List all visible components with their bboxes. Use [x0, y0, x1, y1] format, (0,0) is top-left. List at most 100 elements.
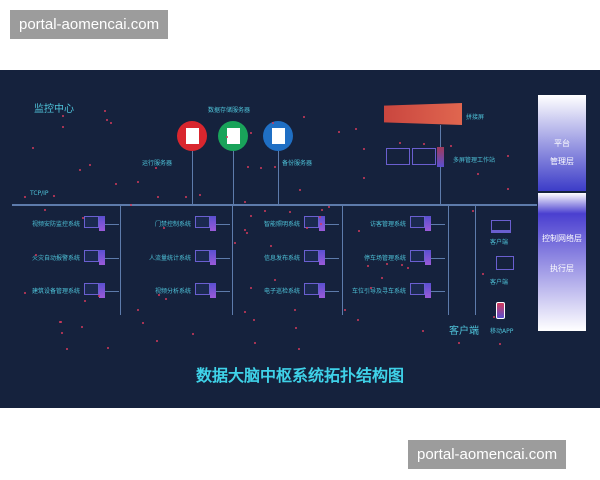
- particle-dot: [81, 216, 84, 219]
- subsystem-label: 建筑设备管理系统: [31, 288, 80, 295]
- computer-icon: [195, 283, 217, 299]
- particle-dot: [52, 195, 55, 198]
- client-laptop-label: 客户端: [490, 239, 509, 246]
- particle-dot: [338, 130, 341, 133]
- particle-dot: [302, 115, 305, 118]
- particle-dot: [293, 309, 296, 312]
- particle-dot: [243, 228, 246, 231]
- particle-dot: [199, 194, 202, 196]
- particle-dot: [61, 115, 64, 118]
- particle-dot: [103, 110, 106, 113]
- mobile-phone-icon: [496, 302, 505, 319]
- particle-dot: [154, 166, 157, 169]
- desktop-icon: [496, 256, 514, 270]
- particle-dot: [225, 136, 228, 139]
- monitor-center-label: 监控中心: [34, 104, 74, 115]
- particle-dot: [492, 316, 495, 319]
- computer-icon: [84, 283, 106, 299]
- run-server-icon: [177, 121, 207, 151]
- particle-dot: [380, 277, 383, 280]
- tcpip-label: TCP/IP: [30, 190, 49, 197]
- computer-icon: [410, 250, 432, 266]
- particle-dot: [243, 311, 246, 314]
- particle-dot: [24, 291, 27, 294]
- particle-dot: [457, 342, 460, 345]
- particle-dot: [23, 196, 26, 199]
- subsystem-label: 访客管理系统: [369, 221, 406, 228]
- particle-dot: [355, 128, 358, 131]
- particle-dot: [109, 122, 112, 125]
- subsystem-label: 人流量统计系统: [148, 255, 191, 262]
- particle-dot: [289, 211, 292, 214]
- particle-dot: [246, 231, 249, 234]
- particle-dot: [398, 141, 401, 144]
- particle-dot: [185, 195, 188, 198]
- backup-server-label: 备份服务器: [282, 160, 313, 167]
- computer-icon: [304, 216, 326, 232]
- particle-dot: [263, 209, 266, 212]
- particle-dot: [83, 300, 86, 303]
- particle-dot: [156, 196, 159, 199]
- storage-server-icon: [218, 121, 248, 151]
- computer-icon: [410, 216, 432, 232]
- computer-icon: [304, 283, 326, 299]
- particle-dot: [295, 327, 298, 330]
- platform-label-2: 管理层: [550, 157, 574, 166]
- particle-dot: [477, 173, 480, 176]
- particle-dot: [44, 208, 47, 211]
- topology-diagram: 监控中心 数据存储服务器 运行服务器 备份服务器 拼接屏 多屏管理工作站 TCP…: [0, 70, 600, 408]
- particle-dot: [98, 295, 101, 298]
- monitor-icon: [412, 148, 436, 165]
- subsystem-label: 车位引导及寻车系统: [351, 288, 406, 295]
- particle-dot: [319, 222, 322, 225]
- subsystem-label: 视频分析系统: [154, 288, 191, 295]
- computer-icon: [304, 250, 326, 266]
- particle-dot: [320, 208, 323, 211]
- backup-server-icon: [263, 121, 293, 151]
- particle-dot: [369, 286, 372, 289]
- particle-dot: [362, 177, 365, 180]
- particle-dot: [141, 322, 144, 325]
- subsystem-label: 信息发布系统: [263, 255, 300, 262]
- computer-icon: [195, 250, 217, 266]
- particle-dot: [106, 346, 109, 349]
- workstation-label: 多屏管理工作站: [453, 157, 496, 164]
- particle-dot: [244, 200, 247, 203]
- particle-dot: [450, 144, 453, 147]
- watermark-top: portal-aomencai.com: [10, 10, 169, 39]
- run-server-label: 运行服务器: [142, 160, 173, 167]
- particle-dot: [421, 329, 424, 332]
- subsystem-label: 门禁控制系统: [154, 221, 191, 228]
- particle-dot: [385, 263, 388, 266]
- particle-dot: [407, 266, 410, 269]
- network-layer-block: [538, 193, 586, 331]
- particle-dot: [129, 204, 132, 207]
- computer-icon: [84, 216, 106, 232]
- particle-dot: [357, 229, 360, 232]
- client-desktop-label: 客户端: [490, 279, 509, 286]
- particle-dot: [260, 166, 263, 169]
- subsystem-label: 火灾自动报警系统: [31, 255, 80, 262]
- particle-dot: [65, 347, 68, 350]
- particle-dot: [115, 182, 118, 185]
- particle-dot: [249, 215, 252, 218]
- computer-icon: [195, 216, 217, 232]
- particle-dot: [270, 244, 273, 247]
- computer-icon: [84, 250, 106, 266]
- particle-dot: [274, 166, 277, 169]
- particle-dot: [343, 309, 346, 312]
- particle-dot: [367, 265, 370, 268]
- exec-layer-label: 执行层: [550, 264, 574, 273]
- particle-dot: [507, 155, 510, 158]
- diagram-title: 数据大脑中枢系统拓扑结构图: [195, 366, 404, 385]
- subsystem-label: 视频安防监控系统: [31, 221, 80, 228]
- particle-dot: [137, 309, 140, 312]
- particle-dot: [165, 297, 168, 300]
- particle-dot: [318, 215, 321, 218]
- particle-dot: [233, 242, 236, 245]
- particle-dot: [271, 122, 274, 125]
- particle-dot: [356, 318, 359, 321]
- particle-dot: [273, 278, 276, 281]
- splice-screen-label: 拼接屏: [466, 114, 485, 121]
- mobile-app-label: 移动APP: [490, 328, 514, 335]
